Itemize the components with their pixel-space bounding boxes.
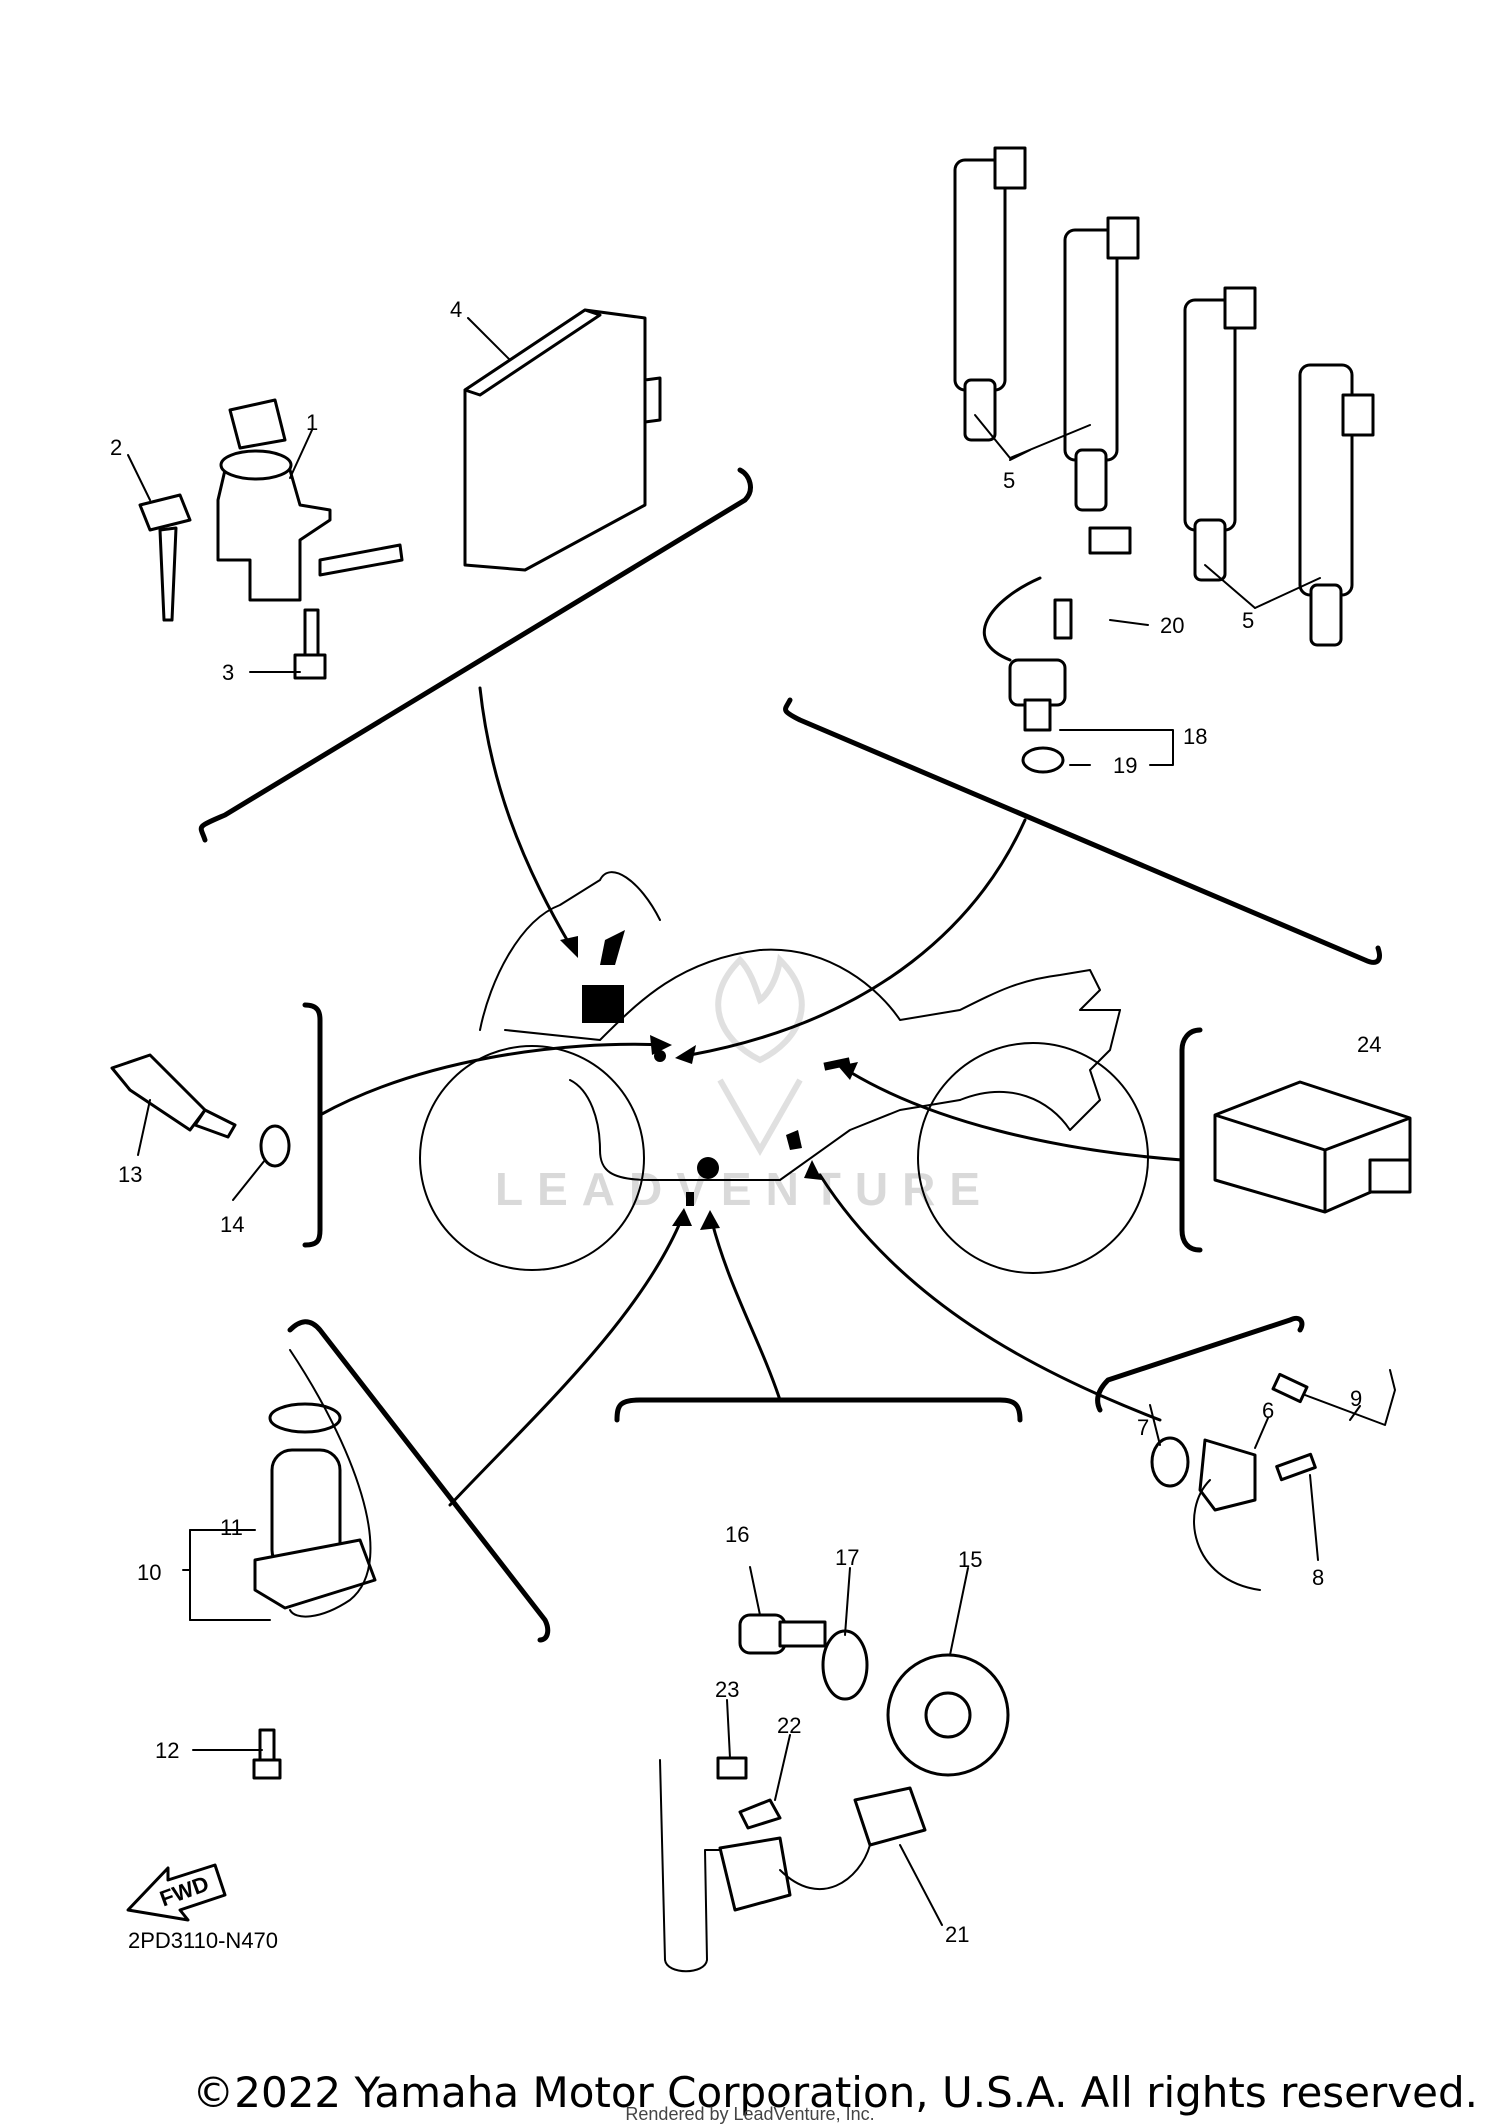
copyright-text: ©2022 Yamaha Motor Corporation, U.S.A. A… bbox=[192, 2068, 1478, 2117]
callout-14: 14 bbox=[220, 1212, 244, 1237]
key-part bbox=[138, 493, 192, 622]
ecu-locator bbox=[582, 985, 624, 1023]
diagram-code: 2PD3110-N470 bbox=[128, 1928, 278, 1953]
callout-labels: 1 2 3 4 5 5 6 7 8 9 10 11 12 13 14 15 16… bbox=[110, 297, 1381, 1947]
callout-12: 12 bbox=[155, 1738, 179, 1763]
callout-10: 10 bbox=[137, 1560, 161, 1585]
fwd-arrow-icon: FWD bbox=[126, 1863, 227, 1922]
callout-23: 23 bbox=[715, 1677, 739, 1702]
callout-21: 21 bbox=[945, 1922, 969, 1947]
main-switch-part bbox=[216, 398, 404, 680]
leader-lines bbox=[127, 317, 1361, 1926]
callout-1: 1 bbox=[306, 410, 318, 435]
temperature-sensor-part bbox=[110, 1053, 291, 1168]
ignition-coil-4 bbox=[1298, 363, 1375, 647]
callout-5a: 5 bbox=[1003, 468, 1015, 493]
ignition-coils bbox=[953, 146, 1375, 647]
pickup-rotor-part bbox=[738, 1613, 1010, 1777]
ecu-part bbox=[463, 308, 662, 572]
crank-sensor-part bbox=[659, 1756, 927, 1973]
arrow-lines bbox=[318, 686, 1184, 1507]
callout-6: 6 bbox=[1262, 1398, 1274, 1423]
cam-sensor-part bbox=[1150, 1369, 1396, 1591]
callout-8: 8 bbox=[1312, 1565, 1324, 1590]
ignition-coil-3 bbox=[1183, 286, 1257, 582]
ignition-coil-1 bbox=[953, 146, 1027, 442]
solenoid-part bbox=[252, 1349, 377, 1780]
callout-19: 19 bbox=[1113, 753, 1137, 778]
callout-13: 13 bbox=[118, 1162, 142, 1187]
rendered-by-text: Rendered by LeadVenture, Inc. bbox=[625, 2104, 875, 2124]
callout-5b: 5 bbox=[1242, 608, 1254, 633]
callout-7: 7 bbox=[1137, 1415, 1149, 1440]
watermark-logo bbox=[715, 953, 805, 1157]
speed-sensor-part bbox=[982, 526, 1132, 774]
callout-15: 15 bbox=[958, 1547, 982, 1572]
control-unit-part bbox=[1213, 1080, 1412, 1214]
arrow-heads bbox=[560, 936, 858, 1230]
bike-locator-marks bbox=[582, 930, 851, 1206]
motorcycle-outline bbox=[419, 871, 1149, 1274]
callout-24: 24 bbox=[1357, 1032, 1381, 1057]
copyright-notice: ©2022 Yamaha Motor Corporation, U.S.A. A… bbox=[0, 2068, 1500, 2117]
callout-2: 2 bbox=[110, 435, 122, 460]
callout-brackets bbox=[198, 467, 1382, 1643]
callout-9: 9 bbox=[1350, 1386, 1362, 1411]
watermark-text: LEADVENTURE bbox=[495, 1163, 994, 1215]
callout-3: 3 bbox=[222, 660, 234, 685]
callout-18: 18 bbox=[1183, 724, 1207, 749]
callout-17: 17 bbox=[835, 1545, 859, 1570]
callout-4: 4 bbox=[450, 297, 462, 322]
callout-22: 22 bbox=[777, 1713, 801, 1738]
callout-20: 20 bbox=[1160, 613, 1184, 638]
callout-16: 16 bbox=[725, 1522, 749, 1547]
callout-11: 11 bbox=[220, 1515, 243, 1540]
ignition-coil-2 bbox=[1063, 216, 1140, 512]
